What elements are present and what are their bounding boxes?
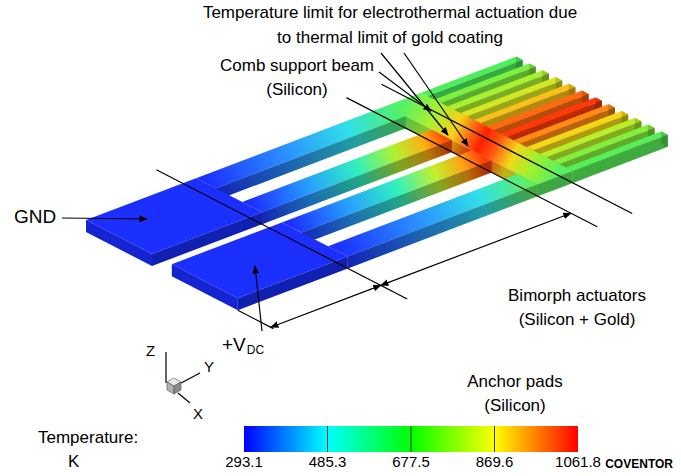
comb-support-beam — [538, 171, 573, 196]
dimension-arrows — [271, 285, 381, 327]
region-lines — [346, 98, 597, 227]
leader-arrows — [255, 266, 262, 331]
part-label: Comb support beam (Silicon) — [217, 54, 377, 102]
region-lines — [156, 170, 407, 299]
anchor-pads — [238, 256, 348, 310]
tick-value: 677.5 — [392, 453, 430, 470]
leader-arrows — [62, 218, 147, 219]
bimorph-beams — [348, 184, 538, 268]
bimorph-beams — [348, 184, 538, 268]
tick-value: 1061.8 — [555, 453, 601, 470]
colorbar-title: Temperature: — [38, 428, 138, 448]
terminal-label: GND — [14, 206, 56, 228]
comb-fingers — [566, 131, 668, 183]
colorbar — [244, 426, 578, 452]
colorbar — [411, 426, 412, 452]
axis-label: Y — [204, 358, 214, 375]
comb-fingers — [573, 135, 668, 183]
leader-arrows — [379, 72, 431, 111]
colorbar — [327, 426, 328, 452]
tick-value: 293.1 — [225, 453, 263, 470]
colorbar — [244, 426, 578, 452]
tick-value: 869.6 — [476, 453, 514, 470]
comb-fingers — [573, 135, 668, 183]
axis-triad — [174, 382, 181, 394]
unit-label: K — [68, 452, 79, 472]
tick-value: 485.3 — [309, 453, 347, 470]
axis-triad — [167, 382, 174, 394]
anchor-pads — [172, 264, 238, 310]
bimorph-beams — [328, 174, 538, 256]
leader-arrows — [404, 53, 468, 146]
terminal-label: +V — [222, 334, 246, 356]
brand-mark: COVENTOR — [605, 458, 673, 472]
annotation-text: Temperature limit for electrothermal act… — [200, 0, 580, 50]
anchor-pads — [86, 220, 152, 266]
region-lines — [238, 310, 274, 328]
part-label: Bimorph actuators (Silicon + Gold) — [487, 284, 667, 332]
comb-fingers — [661, 131, 668, 146]
subscript-text: DC — [247, 344, 264, 358]
region-lines — [381, 84, 632, 213]
comb-support-beam — [538, 171, 573, 196]
anchor-pads — [86, 178, 348, 310]
axis-label: Z — [146, 342, 155, 359]
leader-arrows — [62, 53, 468, 331]
axis-triad — [181, 373, 200, 383]
part-label: Anchor pads (Silicon) — [455, 370, 575, 418]
dimension-arrows — [381, 213, 571, 285]
axis-triad — [178, 393, 190, 403]
colorbar — [494, 426, 495, 452]
axis-triad — [166, 352, 200, 403]
axis-label: X — [193, 405, 203, 422]
axis-triad — [165, 352, 166, 383]
leader-arrows — [381, 53, 448, 135]
